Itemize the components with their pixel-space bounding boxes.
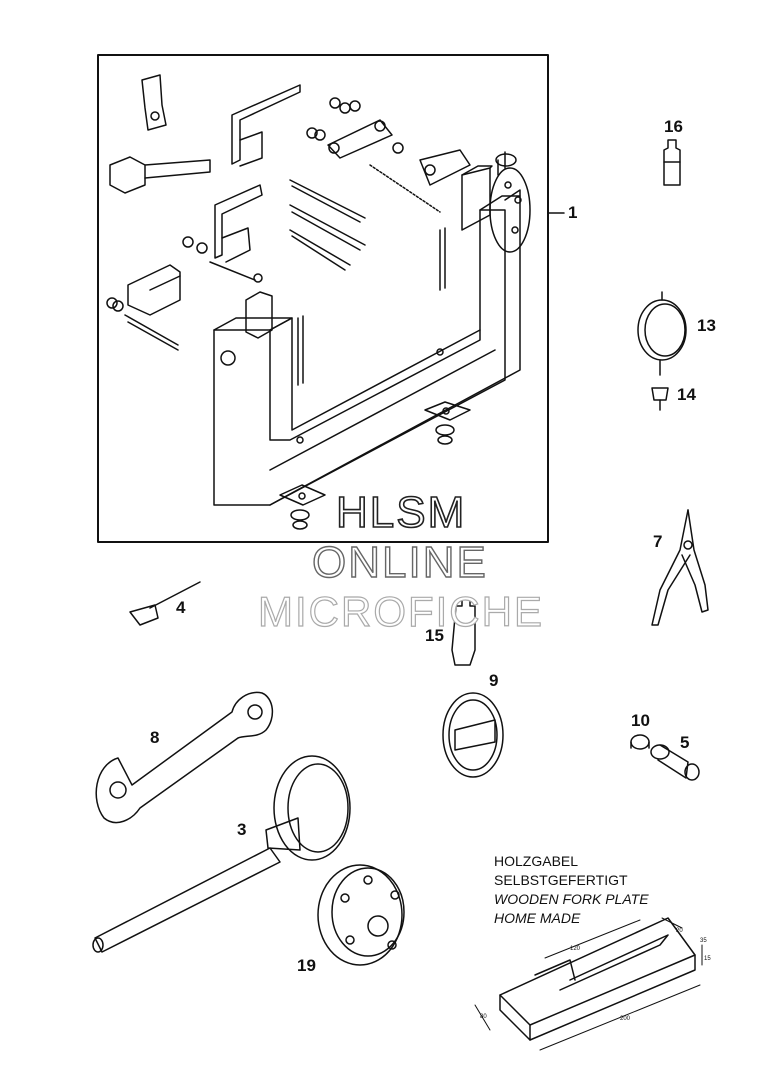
callout-15: 15	[425, 626, 444, 645]
callout-8: 8	[150, 728, 160, 747]
wooden-fork-plate-icon	[474, 917, 703, 1051]
mounting-pads	[279, 401, 471, 530]
watermark-line-3: MICROFICHE	[257, 587, 544, 635]
adapter-10-5-icon	[630, 734, 700, 781]
engine-stand	[213, 149, 531, 506]
flywheel-puller-icon	[317, 864, 405, 966]
callout-19: 19	[297, 956, 316, 975]
callout-1: 1	[568, 203, 578, 222]
note-line-4: HOME MADE	[494, 910, 581, 926]
wooden-fork-plate-note: HOLZGABEL SELBSTGEFERTIGT WOODEN FORK PL…	[494, 852, 649, 928]
dim-120: 120	[570, 946, 581, 952]
dim-20: 20	[676, 928, 683, 934]
bolts-nuts	[106, 97, 441, 351]
callout-5: 5	[680, 733, 690, 752]
callout-16: 16	[664, 117, 683, 136]
disc-tool-icon	[442, 692, 504, 778]
clutch-holder-icon	[92, 755, 351, 953]
circlip-pliers-icon	[651, 509, 709, 626]
watermark-line-2: ONLINE	[311, 537, 488, 587]
callout-7: 7	[653, 532, 663, 551]
callout-3: 3	[237, 820, 247, 839]
bracket-parts	[109, 74, 301, 316]
callout-13: 13	[697, 316, 716, 335]
callout-4: 4	[176, 598, 186, 617]
note-line-2: SELBSTGEFERTIGT	[494, 872, 628, 888]
dim-80: 80	[480, 1014, 487, 1020]
dim-35: 35	[700, 938, 707, 944]
callout-14: 14	[677, 385, 696, 404]
tool-4-icon	[129, 581, 201, 626]
dial-gauge-icon	[637, 291, 687, 411]
callout-10: 10	[631, 711, 650, 730]
dim-200: 200	[620, 1016, 631, 1022]
loctite-bottle-icon	[663, 139, 681, 186]
note-line-1: HOLZGABEL	[494, 853, 579, 869]
dim-15: 15	[704, 956, 711, 962]
item-1-frame	[97, 54, 549, 543]
watermark-line-1: HLSM	[335, 487, 467, 538]
wrench-icon	[95, 691, 274, 824]
callout-9: 9	[489, 671, 499, 690]
note-line-3: WOODEN FORK PLATE	[494, 891, 649, 907]
grease-tube-icon	[451, 597, 476, 666]
